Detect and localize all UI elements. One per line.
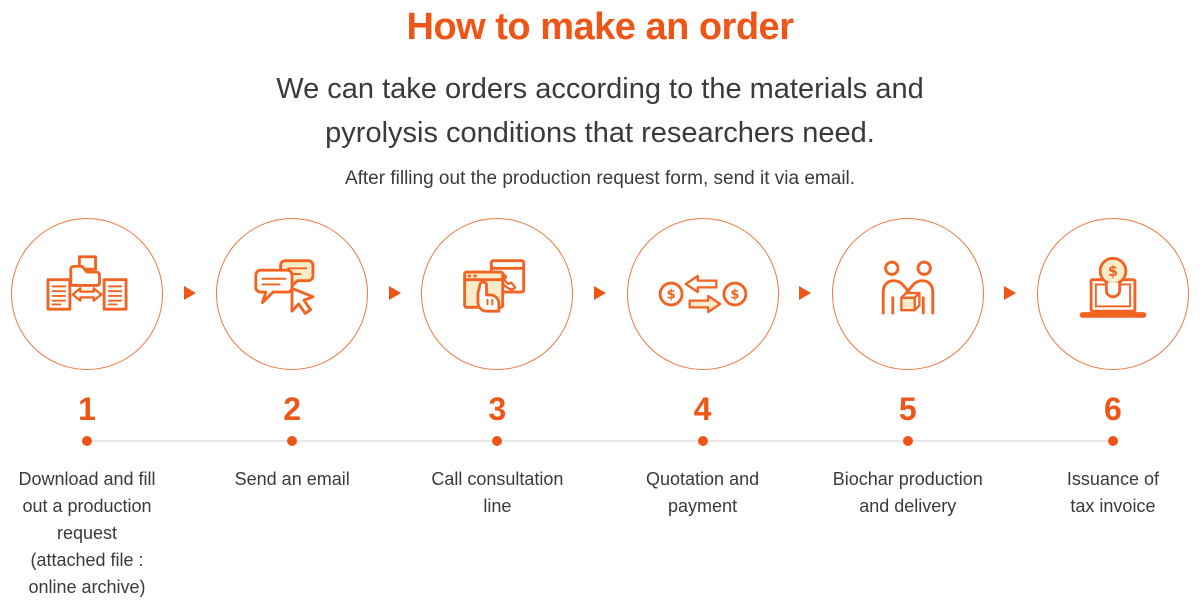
step-1-circle <box>11 218 163 370</box>
step-4-circle: $ $ <box>626 218 779 370</box>
timeline-line <box>87 440 1113 442</box>
subtitle-line-2: pyrolysis conditions that researchers ne… <box>325 117 875 149</box>
step-arrow-icon <box>389 286 401 300</box>
note-text: After filling out the production request… <box>344 168 856 189</box>
subtitle-line-1: We can take orders according to the mate… <box>276 73 924 105</box>
step-arrow-icon <box>1004 286 1016 300</box>
step-6-circle: $ <box>1036 218 1189 370</box>
step-label: Download and fill out a production reque… <box>18 469 156 597</box>
timeline-dot <box>287 436 298 446</box>
step-2-circle <box>216 218 369 370</box>
step-label: Biochar production and delivery <box>832 469 983 516</box>
step-6: $ 6 Issuance of tax invoice <box>1026 218 1200 601</box>
step-label: Call consultation line <box>431 469 564 516</box>
step-3: 3 Call consultation line <box>410 218 584 601</box>
step-arrow-icon <box>799 286 811 300</box>
call-browser-icon <box>463 259 526 313</box>
timeline-dot <box>492 436 503 446</box>
timeline-dot <box>82 436 92 446</box>
email-chat-icon <box>254 259 315 315</box>
step-arrow-icon <box>594 286 606 300</box>
step-2: 2 Send an email <box>205 218 379 601</box>
step-label: Issuance of tax invoice <box>1066 469 1159 516</box>
steps-row: 1 Download and fill out a production req… <box>0 218 1200 601</box>
step-label: Send an email <box>234 469 350 489</box>
step-number: 3 <box>488 391 507 427</box>
step-1: 1 Download and fill out a production req… <box>0 218 174 601</box>
handshake-delivery-icon <box>881 260 934 315</box>
page-title: How to make an order <box>406 6 794 48</box>
step-number: 6 <box>1104 391 1122 427</box>
invoice-bulb-laptop-icon: $ <box>1079 256 1147 318</box>
timeline-dot <box>697 436 708 446</box>
dollar-symbol: $ <box>730 288 739 303</box>
subtitle: We can take orders according to the mate… <box>0 67 1200 155</box>
dollar-symbol: $ <box>666 288 675 303</box>
timeline-dot <box>1107 436 1118 446</box>
step-5: 5 Biochar production and delivery <box>821 218 995 601</box>
step-number: 4 <box>693 391 712 427</box>
documents-exchange-icon <box>46 255 128 311</box>
step-number: 1 <box>78 391 96 427</box>
step-number: 5 <box>898 391 917 427</box>
dollar-symbol: $ <box>1108 264 1118 280</box>
step-arrow-icon <box>184 286 196 300</box>
step-number: 2 <box>283 391 302 427</box>
step-label: Quotation and payment <box>646 469 760 516</box>
timeline-dot <box>902 436 913 446</box>
step-5-circle <box>831 218 984 370</box>
step-4: $ $ 4 Quotation and payment <box>616 218 790 601</box>
payment-exchange-icon: $ $ <box>658 274 747 314</box>
step-3-circle <box>421 218 574 370</box>
